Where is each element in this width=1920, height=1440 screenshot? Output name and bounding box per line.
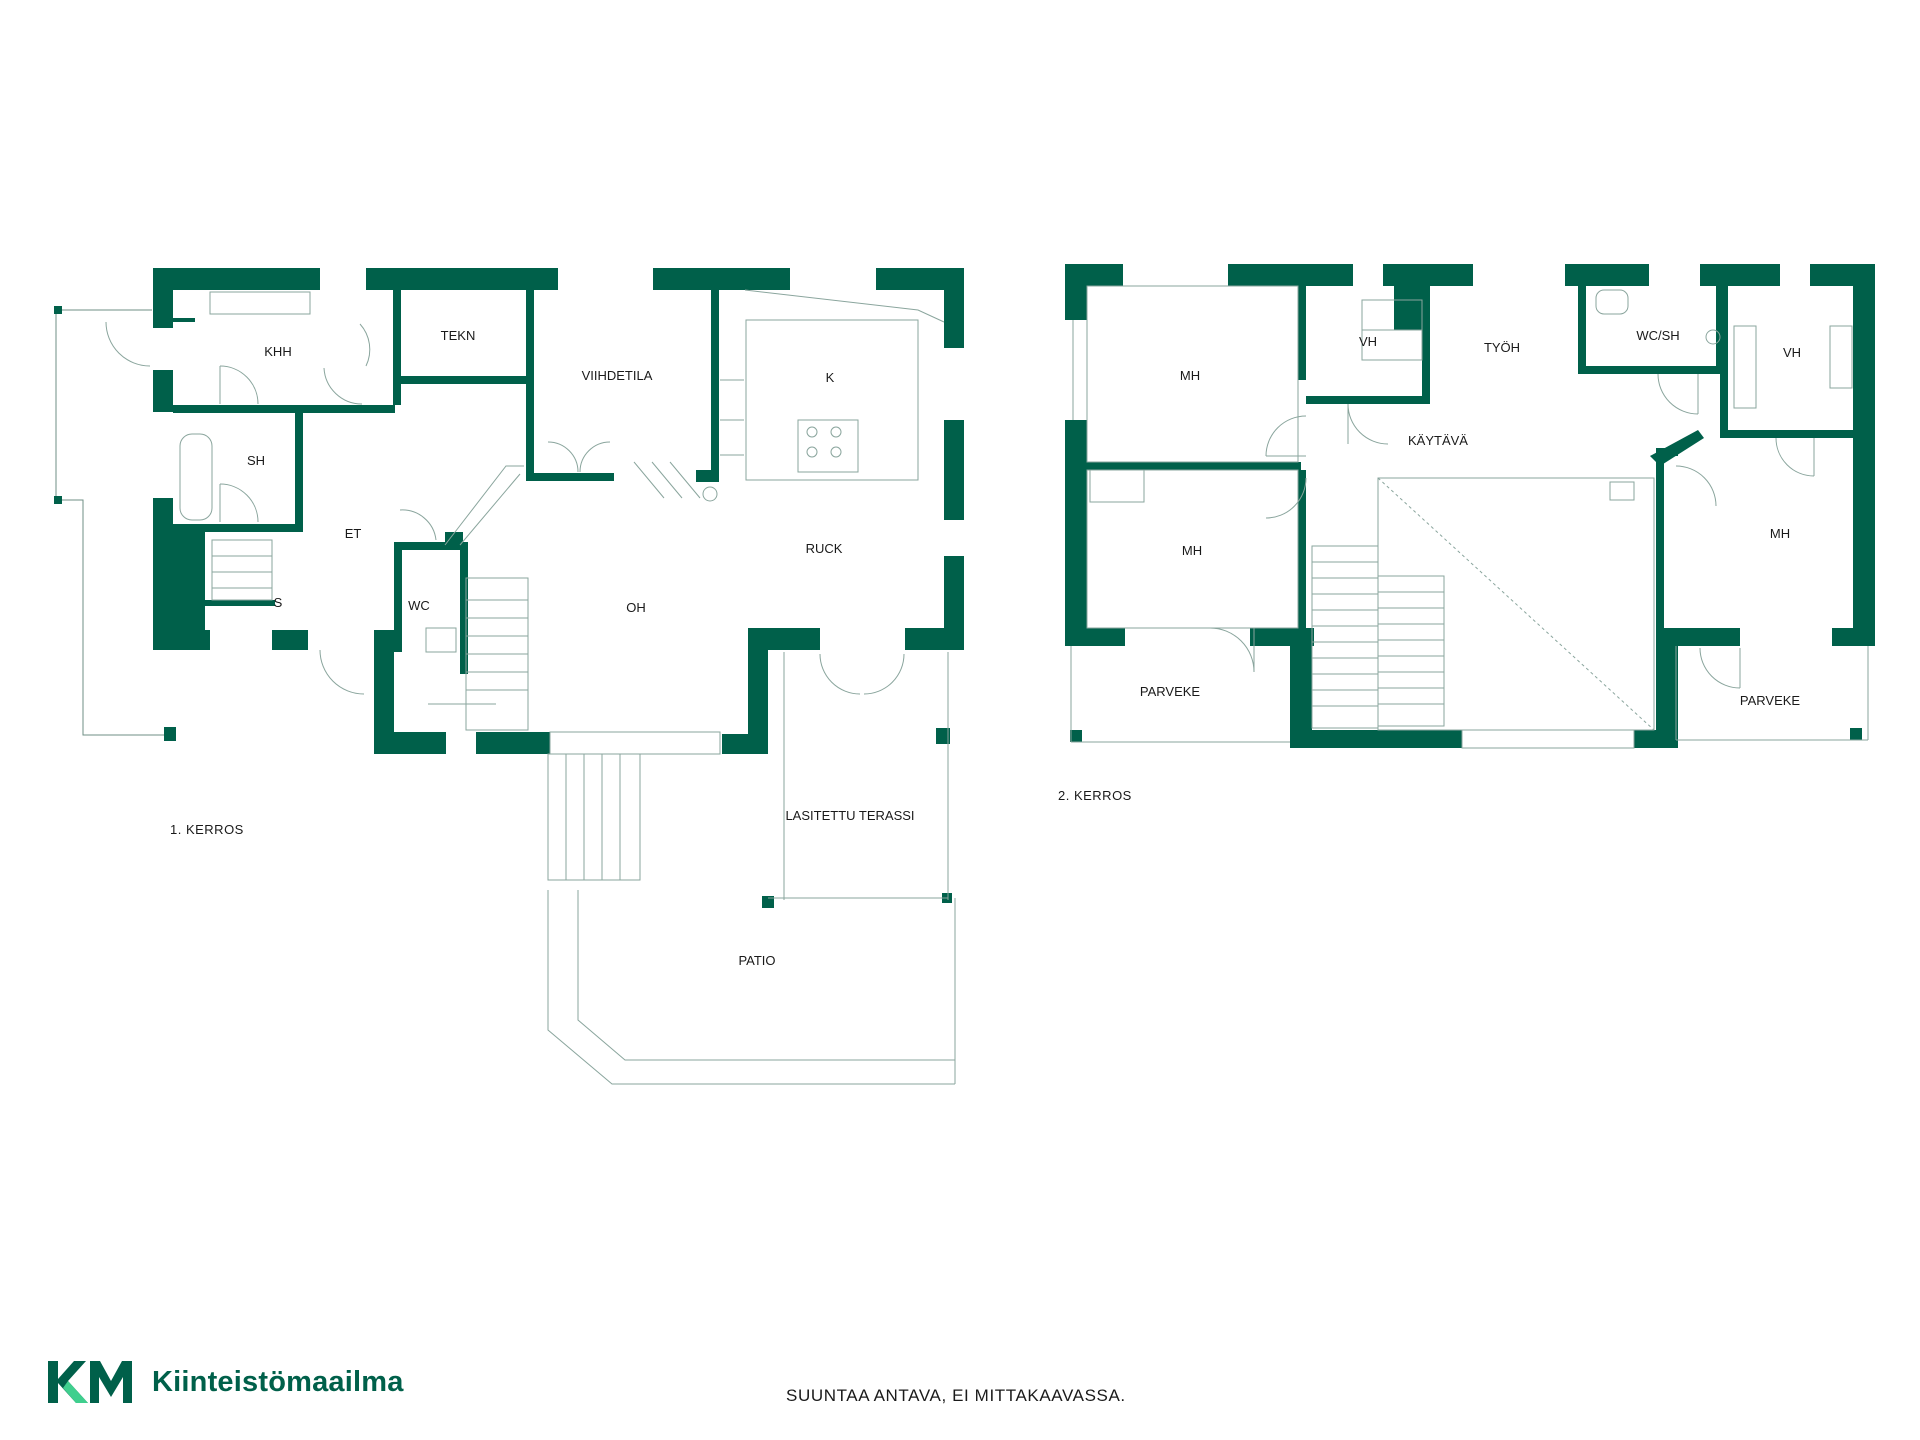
- room-et: ET: [345, 526, 362, 541]
- room-ruck: RUCK: [806, 541, 843, 556]
- room-khh: KHH: [264, 344, 291, 359]
- brand-logo: Kiinteistömaailma: [46, 1355, 404, 1409]
- floor-2-label: 2. KERROS: [1058, 788, 1132, 803]
- room-lasitettu-terassi: LASITETTU TERASSI: [785, 808, 914, 823]
- room-parveke-left: PARVEKE: [1140, 684, 1201, 699]
- room-kaytava: KÄYTÄVÄ: [1408, 433, 1468, 448]
- room-wc: WC: [408, 598, 430, 613]
- room-mh-right: MH: [1770, 526, 1790, 541]
- room-parveke-right: PARVEKE: [1740, 693, 1801, 708]
- floor-2-plan: MH VH TYÖH WC/SH VH KÄYTÄVÄ MH MH PARVEK…: [1058, 264, 1875, 803]
- room-k: K: [826, 370, 835, 385]
- disclaimer-text: SUUNTAA ANTAVA, EI MITTAKAAVASSA.: [786, 1386, 1126, 1405]
- room-patio: PATIO: [738, 953, 775, 968]
- room-sh: SH: [247, 453, 265, 468]
- floor-1-plan: KHH TEKN VIIHDETILA K SH S ET WC OH RUCK…: [54, 268, 964, 1085]
- room-oh: OH: [626, 600, 646, 615]
- floor-1-label: 1. KERROS: [170, 822, 244, 837]
- km-logo-icon: [48, 1361, 132, 1403]
- room-vh-left: VH: [1359, 334, 1377, 349]
- brand-name: Kiinteistömaailma: [152, 1365, 404, 1398]
- room-tyoh: TYÖH: [1484, 340, 1520, 355]
- room-vh-right: VH: [1783, 345, 1801, 360]
- room-wc-sh: WC/SH: [1636, 328, 1679, 343]
- room-viihdetila: VIIHDETILA: [582, 368, 653, 383]
- room-mh-mid-left: MH: [1182, 543, 1202, 558]
- room-s: S: [274, 595, 283, 610]
- room-tekn: TEKN: [441, 328, 476, 343]
- room-mh-top-left: MH: [1180, 368, 1200, 383]
